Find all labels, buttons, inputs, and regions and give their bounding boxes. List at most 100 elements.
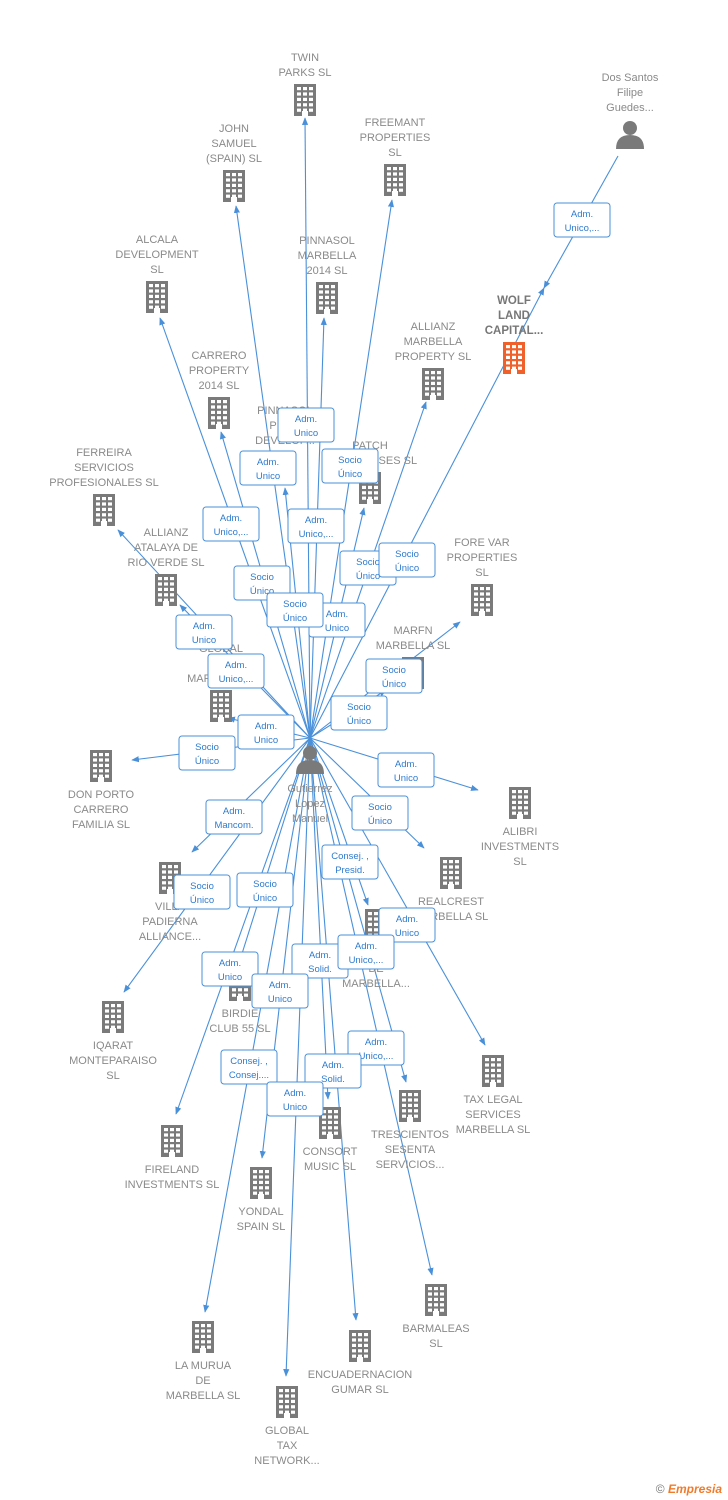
edge-label-fireland[interactable]: Adm.Unico <box>201 951 259 987</box>
edge-label-twin[interactable]: Adm.Unico <box>277 407 335 443</box>
node-globaltaxnet[interactable]: GLOBALTAXNETWORK... <box>254 1386 320 1467</box>
edge-label-text: Consej.... <box>229 1070 269 1081</box>
node-label: SAMUEL <box>211 138 256 150</box>
node-trescientos[interactable]: TRESCIENTOSSESENTASERVICIOS... <box>371 1090 449 1171</box>
edge-label-text: Socio <box>347 702 371 713</box>
footer-brand[interactable]: © Empresia <box>656 1482 722 1496</box>
building-icon <box>316 282 338 314</box>
edge-label-text: Socio <box>338 455 362 466</box>
edge-label-text: Único <box>356 571 380 582</box>
building-icon <box>425 1284 447 1316</box>
edge-center-trescientos <box>309 737 408 1083</box>
edge-label-yondal[interactable]: Adm.Unico <box>251 973 309 1009</box>
edge-label-text: Unico <box>256 471 280 482</box>
edge-label-taxlegal[interactable]: Adm.Unico <box>378 907 436 943</box>
edge-label-encuadernacion[interactable]: Adm.Solid. <box>304 1053 362 1089</box>
node-label: ATALAYA DE <box>134 542 198 554</box>
edge-label-text: Unico <box>394 773 418 784</box>
edge-label-text: Solid. <box>321 1074 345 1085</box>
edge-label-alibri[interactable]: Adm.Unico <box>377 752 435 788</box>
building-icon <box>192 1321 214 1353</box>
edge-label-text: Adm. <box>295 414 317 425</box>
edge-label-barmaleas[interactable]: Adm.Unico,... <box>347 1030 405 1066</box>
edge-label-trescientos[interactable]: Adm.Unico,... <box>337 934 395 970</box>
node-label: LA MURUA <box>175 1360 232 1372</box>
edge-label-text: Adm. <box>225 660 247 671</box>
node-label: MARBELLA... <box>342 978 410 990</box>
node-label: ALLIANZ <box>144 527 189 539</box>
building-icon <box>440 857 462 889</box>
edge-label-text: Adm. <box>309 950 331 961</box>
node-label: SL <box>106 1070 119 1082</box>
edge-label-marbella_x[interactable]: Consej. ,Presid. <box>321 844 379 880</box>
node-wolf[interactable]: WOLFLANDCAPITAL... <box>485 295 544 374</box>
node-label: Manuel <box>292 813 328 825</box>
node-label: YONDAL <box>238 1206 283 1218</box>
node-label: SL <box>513 856 526 868</box>
edge-label-lamurua[interactable]: Consej. ,Consej.... <box>220 1049 278 1085</box>
node-label: NETWORK... <box>254 1455 319 1467</box>
edge-label-globaltaxnet[interactable]: Adm.Unico <box>266 1081 324 1117</box>
node-label: PADIERNA <box>142 916 198 928</box>
edge-label-john[interactable]: Adm.Unico <box>239 450 297 486</box>
building-icon <box>294 84 316 116</box>
edge-center-consort <box>309 737 331 1100</box>
edge-label-text: Unico <box>268 994 292 1005</box>
node-dos_santos[interactable]: Dos SantosFilipeGuedes... <box>602 72 659 149</box>
edge-label-text: Adm. <box>255 721 277 732</box>
node-label: FERREIRA <box>76 447 132 459</box>
edge-label-villa[interactable]: Adm. Mancom. <box>205 799 263 835</box>
edge-label-alcala[interactable]: Adm.Unico,... <box>202 506 260 542</box>
edge-label-text: Consej. , <box>331 851 369 862</box>
node-label: MARBELLA SL <box>376 640 451 652</box>
edge-label-text: Unico <box>254 735 278 746</box>
edge-label-ferreira[interactable]: Adm.Unico <box>175 614 233 650</box>
node-label: Filipe <box>617 87 643 99</box>
node-label: INVESTMENTS <box>481 841 559 853</box>
edge-label-text: Unico <box>218 972 242 983</box>
edge-label-text: Adm. <box>223 806 245 817</box>
edge-label-freemant[interactable]: Adm.Unico,... <box>287 508 345 544</box>
edge-label-wolf[interactable]: Adm.Unico,... <box>553 202 611 238</box>
node-label: PROPERTIES <box>447 552 518 564</box>
edge-label-allianz_arv[interactable]: Adm. Unico,... <box>207 653 265 689</box>
edge-label-text: Mancom. <box>214 820 253 831</box>
edge-label-global_tax_m[interactable]: Adm. Unico <box>237 714 295 750</box>
node-label: MARBELLA <box>298 250 357 262</box>
building-icon <box>503 342 525 374</box>
edge-label-text: Unico,... <box>219 674 254 685</box>
node-label: LAND <box>498 310 530 322</box>
